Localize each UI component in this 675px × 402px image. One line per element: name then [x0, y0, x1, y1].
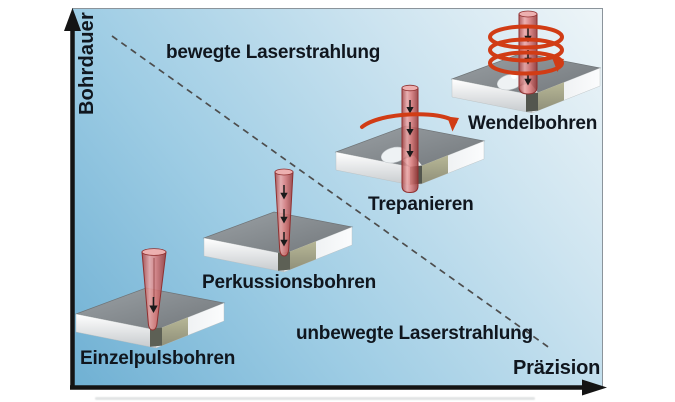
scan-artifact-line [95, 397, 535, 400]
method-label-einzelpulsbohren: Einzelpulsbohren [80, 348, 236, 369]
method-label-perkussionsbohren: Perkussionsbohren [202, 272, 376, 293]
method-label-wendelbohren: Wendelbohren [468, 113, 598, 134]
region-label-moving: bewegte Laserstrahlung [166, 42, 381, 63]
region-label-static: unbewegte Laserstrahlung [296, 323, 533, 344]
y-axis-label: Bohrdauer [76, 12, 98, 115]
method-label-trepanieren: Trepanieren [368, 194, 474, 215]
x-axis-label: Präzision [513, 357, 601, 379]
